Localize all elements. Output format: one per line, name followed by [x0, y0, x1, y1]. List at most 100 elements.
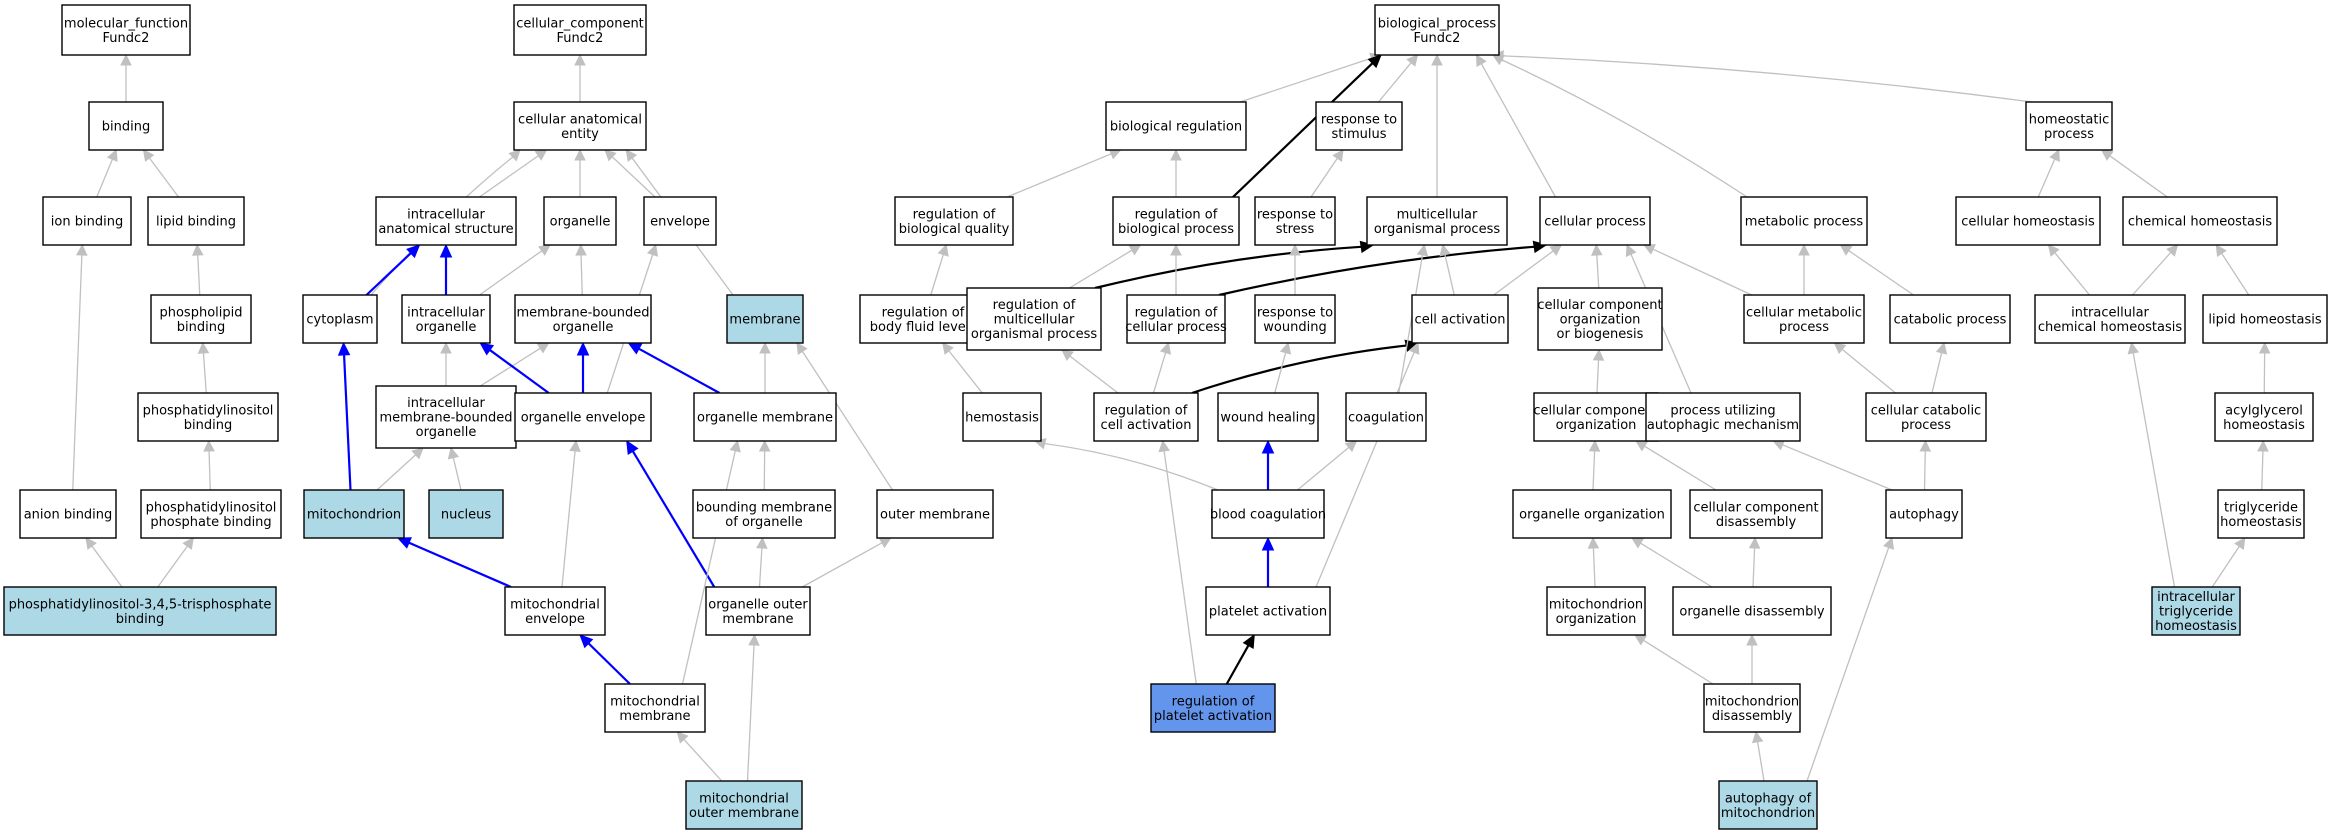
go-term-lipid-homeo[interactable]: lipid homeostasis	[2202, 294, 2328, 344]
arrowhead-resp_stress-to-resp_stim	[1332, 149, 1344, 162]
term-label: lipid homeostasis	[2208, 313, 2322, 328]
term-box	[428, 489, 504, 539]
arrowhead-mito_env-to-org_env	[569, 439, 581, 453]
edge-is_a-blood_coag-to-coag	[1297, 446, 1350, 491]
go-term-organelle[interactable]: organelle	[543, 196, 617, 246]
term-label: cell activation	[1415, 313, 1506, 328]
go-term-cell-homeo[interactable]: cellular homeostasis	[1955, 196, 2101, 246]
go-term-org-org[interactable]: organelle organization	[1512, 489, 1672, 539]
go-term-coag[interactable]: coagulation	[1345, 392, 1427, 442]
arrowhead-imbo-to-intra_org	[440, 341, 452, 354]
go-term-pip3-binding[interactable]: phosphatidylinositol-3,4,5-trisphosphate…	[3, 586, 277, 636]
arrowhead-mitochondrion-to-cytoplasm	[337, 341, 351, 356]
arrowhead-coag-to-multi_org	[1416, 243, 1429, 257]
go-term-envelope[interactable]: envelope	[643, 196, 717, 246]
go-term-nucleus[interactable]: nucleus	[428, 489, 504, 539]
go-term-autophagy[interactable]: autophagy	[1885, 489, 1963, 539]
arrowhead-oom-to-org_env	[626, 439, 639, 455]
go-term-lipid-binding[interactable]: lipid binding	[147, 196, 245, 246]
term-label: biological process	[1118, 222, 1234, 237]
go-term-chem-homeo[interactable]: chemical homeostasis	[2122, 196, 2278, 246]
go-term-plt-act[interactable]: platelet activation	[1205, 586, 1331, 636]
go-term-mitochondrion[interactable]: mitochondrion	[303, 489, 405, 539]
go-term-org-mem[interactable]: organelle membrane	[693, 392, 837, 442]
go-term-hemostasis[interactable]: hemostasis	[962, 392, 1042, 442]
arrowhead-ich-to-cell_homeo	[2047, 244, 2060, 257]
term-label: phosphatidylinositol-3,4,5-trisphosphate	[9, 597, 272, 612]
term-box	[1533, 392, 1659, 442]
go-term-anion-binding[interactable]: anion binding	[19, 489, 117, 539]
term-box	[1512, 489, 1672, 539]
go-term-bio-reg[interactable]: biological regulation	[1105, 101, 1247, 151]
term-label: cellular component	[1533, 403, 1658, 418]
go-term-ion-binding[interactable]: ion binding	[42, 196, 132, 246]
go-term-wound-heal[interactable]: wound healing	[1217, 392, 1319, 442]
go-term-cell-act[interactable]: cell activation	[1411, 294, 1509, 344]
term-label: phosphatidylinositol	[146, 500, 277, 515]
term-label: platelet activation	[1209, 605, 1327, 620]
term-box	[1345, 392, 1427, 442]
arrowhead-reg_bp-to-bp	[1367, 54, 1382, 69]
go-term-binding[interactable]: binding	[88, 101, 164, 151]
term-box	[685, 780, 803, 830]
go-term-cytoplasm[interactable]: cytoplasm	[302, 294, 378, 344]
go-term-org-dis[interactable]: organelle disassembly	[1672, 586, 1832, 636]
go-term-membrane[interactable]: membrane	[726, 294, 804, 344]
go-term-metab[interactable]: metabolic process	[1740, 196, 1868, 246]
term-label: process	[1901, 418, 1951, 433]
go-term-outer-mem[interactable]: outer membrane	[876, 489, 994, 539]
term-box	[3, 586, 277, 636]
term-label: organelle	[416, 425, 477, 440]
term-label: cellular component	[1537, 298, 1662, 313]
edge-is_a-reg_ca-to-reg_mop	[1069, 355, 1119, 394]
term-label: chemical homeostasis	[2038, 320, 2183, 335]
term-label: regulation of	[1135, 207, 1218, 222]
go-term-org-env[interactable]: organelle envelope	[514, 392, 652, 442]
go-term-cell-proc[interactable]: cellular process	[1539, 196, 1651, 246]
edge-is_a-autophagy-to-puam	[1782, 444, 1893, 491]
go-term-catab[interactable]: catabolic process	[1889, 294, 2011, 344]
arrowhead-reg_bfl-to-reg_bq	[937, 243, 949, 257]
go-term-blood-coag[interactable]: blood coagulation	[1210, 489, 1326, 539]
